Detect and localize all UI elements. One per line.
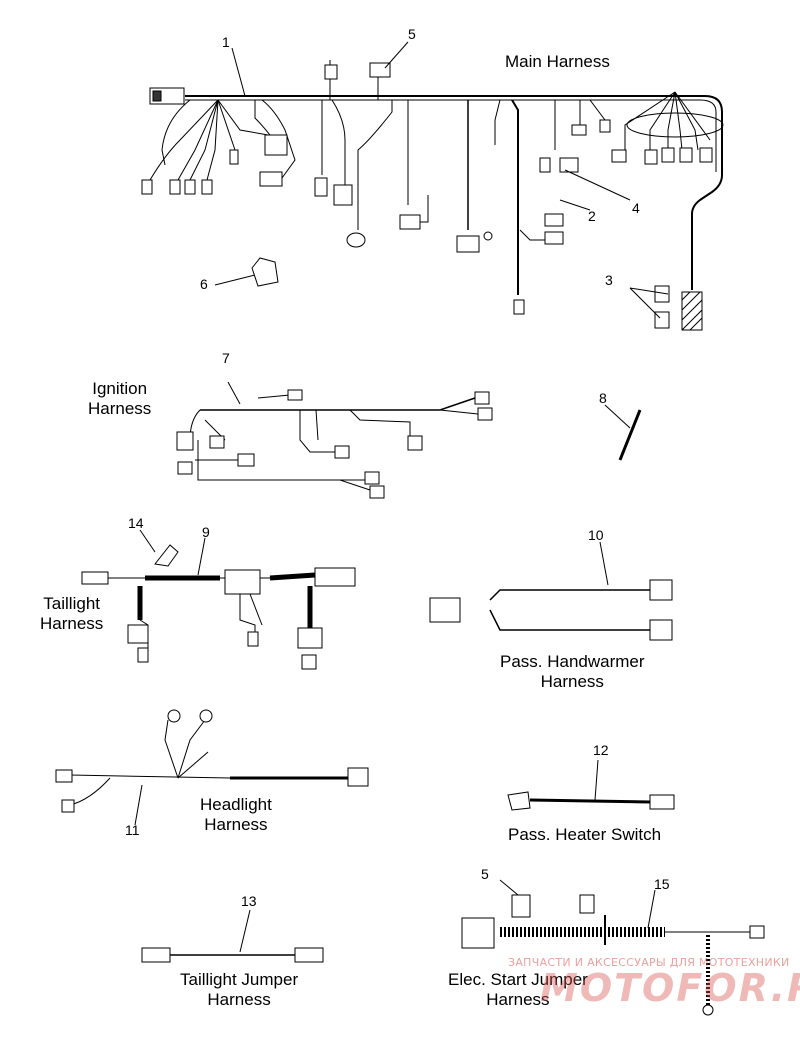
callout-2: 2 [588, 208, 596, 224]
taillight-jumper-drawing [141, 909, 324, 963]
callout-3: 3 [605, 272, 613, 288]
callout-10: 10 [588, 527, 604, 543]
handwarmer-harness-drawing [429, 541, 673, 641]
heater-switch-label: Pass. Heater Switch [508, 825, 662, 844]
ignition-harness-label: Ignition Harness [88, 379, 152, 418]
callout-6: 6 [200, 276, 208, 292]
callout-1: 1 [222, 34, 230, 50]
ignition-harness-drawing [176, 381, 493, 499]
heater-switch-drawing [507, 759, 675, 811]
watermark-brand: MOTOFOR.RU [540, 966, 800, 1010]
elec-start-jumper-label: Elec. Start Jumper Harness [448, 970, 588, 1009]
callout-15: 15 [654, 876, 670, 892]
callout-4: 4 [632, 200, 640, 216]
callout-12: 12 [593, 742, 609, 758]
elec-start-jumper-drawing [461, 879, 765, 1016]
taillight-harness-drawing [81, 529, 356, 670]
handwarmer-harness-label: Pass. Handwarmer Harness [500, 652, 645, 691]
callout-7: 7 [222, 350, 230, 366]
main-harness-label: Main Harness [505, 52, 610, 71]
headlight-harness-drawing [55, 709, 369, 826]
callout-8: 8 [599, 390, 607, 406]
callout-14: 14 [128, 515, 144, 531]
callout-9: 9 [202, 524, 210, 540]
callout-5: 5 [408, 26, 416, 42]
watermark-tagline: ЗАПЧАСТИ И АКСЕССУАРЫ ДЛЯ МОТОТЕХНИКИ [508, 956, 790, 969]
taillight-jumper-label: Taillight Jumper Harness [180, 970, 299, 1009]
taillight-harness-label: Taillight Harness [40, 594, 104, 633]
callout-5-elec: 5 [481, 866, 489, 882]
callout-13: 13 [241, 893, 257, 909]
main-harness-drawing [141, 41, 724, 331]
headlight-harness-label: Headlight Harness [200, 795, 272, 834]
cable-tie [618, 409, 642, 461]
callout-11: 11 [125, 822, 140, 838]
